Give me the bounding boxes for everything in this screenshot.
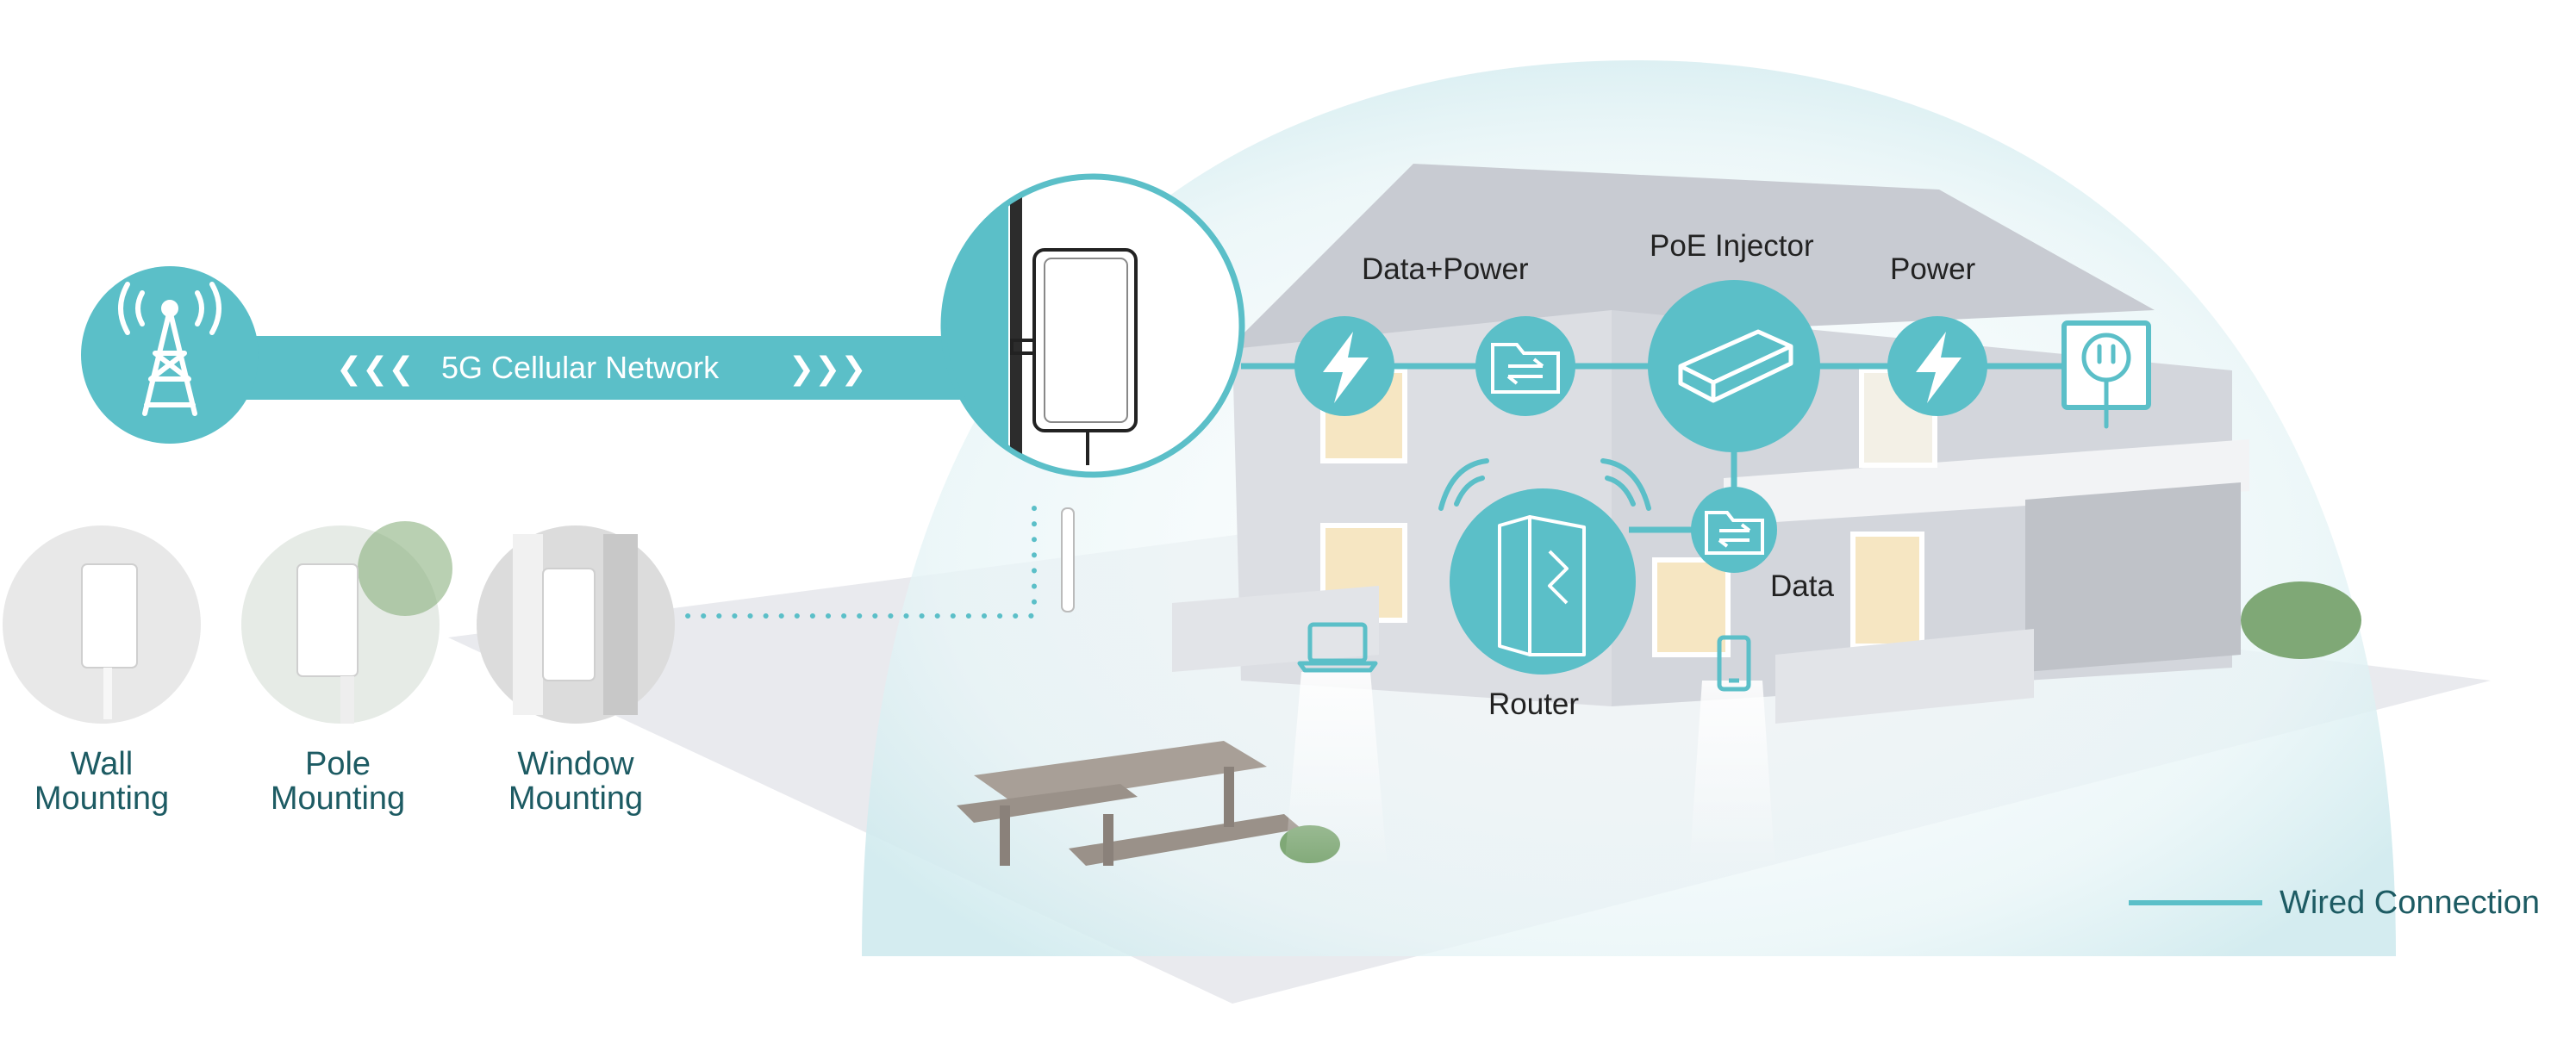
data-transfer-folder-icon — [1705, 511, 1764, 555]
plant — [2241, 581, 2361, 659]
dotted-link — [678, 506, 1037, 619]
poe-injector-badge — [1648, 280, 1820, 452]
router-badge — [1450, 488, 1636, 675]
wall-mounting-thumb — [3, 525, 201, 724]
smartphone-icon — [1717, 635, 1751, 692]
lightning-icon — [1323, 332, 1369, 403]
wifi-signal-icon — [1438, 458, 1489, 511]
data-transfer-folder-icon — [1491, 343, 1560, 394]
cpe-pole — [1061, 507, 1075, 612]
data-power-label: Data+Power — [1362, 252, 1529, 286]
wifi-signal-icon — [1600, 458, 1651, 511]
poe-injector-icon — [1678, 329, 1793, 403]
wired-connection-label: Wired Connection — [2280, 885, 2541, 921]
router-label: Router — [1488, 687, 1580, 721]
power-plug-icon — [2081, 333, 2131, 429]
outdoor-cpe-device — [1010, 248, 1138, 465]
network-band — [138, 336, 965, 400]
laptop-icon — [1297, 622, 1378, 673]
poe-injector-label: PoE Injector — [1650, 229, 1814, 263]
network-arrows-left: ❮❮❮ — [336, 351, 415, 386]
router-icon — [1498, 515, 1586, 656]
cell-tower-icon — [118, 282, 221, 416]
network-arrows-right: ❯❯❯ — [789, 351, 867, 386]
picnic-table — [957, 741, 1301, 866]
power-label: Power — [1890, 252, 1976, 286]
network-band-label: 5G Cellular Network — [441, 350, 720, 385]
lightning-icon — [1916, 332, 1962, 403]
window-mounting-thumb — [477, 525, 675, 724]
pole-mounting-thumb — [241, 521, 452, 724]
data-label: Data — [1770, 569, 1834, 603]
